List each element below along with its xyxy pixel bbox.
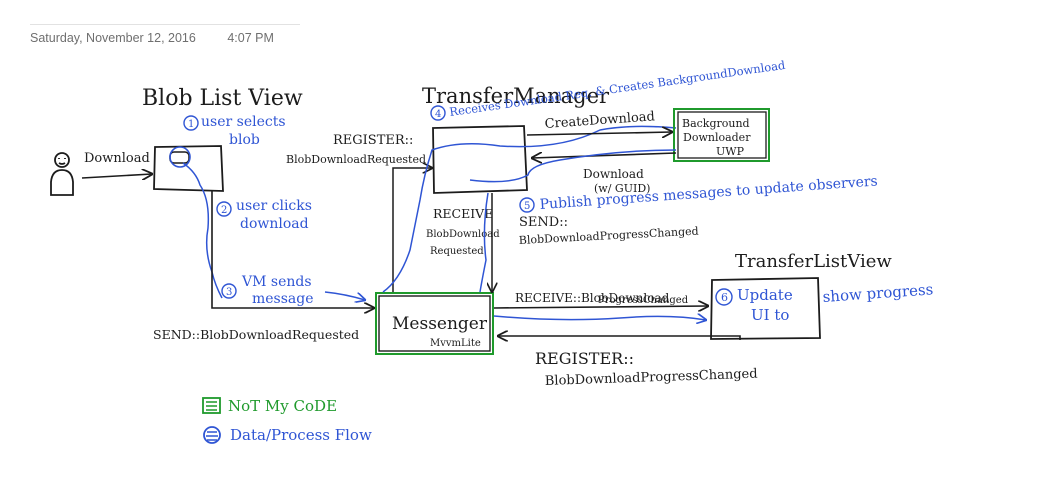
receive-request-label-2: BlobDownload [426,229,500,240]
step-4-number: 4 [435,109,441,120]
create-download-label: CreateDownload [544,109,655,132]
receive-request-label-3: Requested [430,246,484,257]
flow-tm-to-messenger [479,192,489,293]
blob-list-view-box [153,145,224,192]
messenger-inner-box [378,295,491,352]
step-3-number: 3 [226,287,232,298]
step-4-marker [430,105,446,121]
legend-not-my-code: NoT My CoDE [228,397,337,415]
messenger-lib-label: MvvmLite [430,338,481,349]
transfer-list-view-title: TransferListView [735,251,892,272]
flow-vm-to-messenger [324,291,365,300]
register-request-label-2: BlobDownloadRequested [286,153,426,166]
step-6-number: 6 [721,291,728,304]
legend: NoT My CoDE Data/Process Flow [202,397,372,444]
create-download-arrow [526,132,672,135]
blob-list-view-title: Blob List View [142,86,303,111]
flow-messenger-to-tm [382,125,677,293]
receive-progress-label-2: ProgressChanged [598,295,689,306]
transfer-list-view-box [710,277,821,340]
register-progress-arrow [498,336,741,340]
legend-blue-hatch [206,431,218,441]
legend-blue-swatch-icon [203,426,221,444]
note-timestamp: Saturday, November 12, 2016 4:07 PM [30,24,300,45]
register-request-label-1: REGISTER:: [333,133,413,148]
legend-green-swatch-icon [202,397,221,414]
step-6-text-c: show progress [822,280,934,306]
note-date: Saturday, November 12, 2016 [30,31,196,45]
step-1-number: 1 [188,119,194,130]
step-2-number: 2 [221,205,227,216]
send-blob-download-requested-label: SEND::BlobDownloadRequested [153,327,359,342]
step-1-text-b: blob [229,132,260,148]
receive-progress-arrow [493,306,708,308]
step-1-marker [183,115,199,131]
step-5-number: 5 [524,201,530,212]
messenger-label: Messenger [392,314,488,334]
download-guid-label-1: Download [583,167,644,181]
step-3-text-b: message [252,291,314,307]
legend-green-hatch [206,401,217,411]
note-time: 4:07 PM [227,31,274,45]
download-guid-arrow [532,153,677,158]
register-progress-label-2: BlobDownloadProgressChanged [545,367,758,389]
flow-downloader-to-tm [469,149,677,183]
receive-request-label-1: RECEIVE [433,206,493,221]
download-label: Download [84,151,150,166]
download-guid-label-2: (w/ GUID) [594,182,650,195]
register-progress-label-1: REGISTER:: [535,349,634,368]
step-2-text-b: download [240,216,309,232]
background-downloader-label-3: UWP [716,145,745,158]
send-progress-label-1: SEND:: [519,215,568,230]
background-downloader-box [673,108,770,162]
background-downloader-inner-box [677,111,767,159]
step-3-text-a: VM sends [241,274,312,290]
background-downloader-label-1: Background [682,117,750,130]
step-1-text-a: user selects [201,114,286,130]
step-3-marker [221,283,237,299]
step-2-marker [216,201,232,217]
step-6-text-a: Update [737,286,793,304]
step-5-marker [519,197,535,213]
flow-blob-to-vm [182,162,223,299]
messenger-box [375,292,494,355]
receive-progress-label-1: RECEIVE::BlobDownload [515,291,670,305]
send-request-arrow [211,190,374,308]
transfer-manager-title: TransferManager [422,84,610,108]
step-6-marker [715,288,733,306]
background-downloader-label-2: Downloader [683,131,751,144]
user-actor-icon [50,152,74,196]
blob-item-icon [169,151,190,164]
step-2-text-a: user clicks [236,198,312,214]
legend-data-process-flow: Data/Process Flow [230,426,372,444]
transfer-manager-box [432,125,528,194]
flow-messenger-to-list-view [493,316,706,320]
step-6-text-b: UI to [751,306,789,324]
blob-selection-circle [169,146,191,168]
register-request-arrow [392,168,432,292]
download-arrow [81,174,152,178]
